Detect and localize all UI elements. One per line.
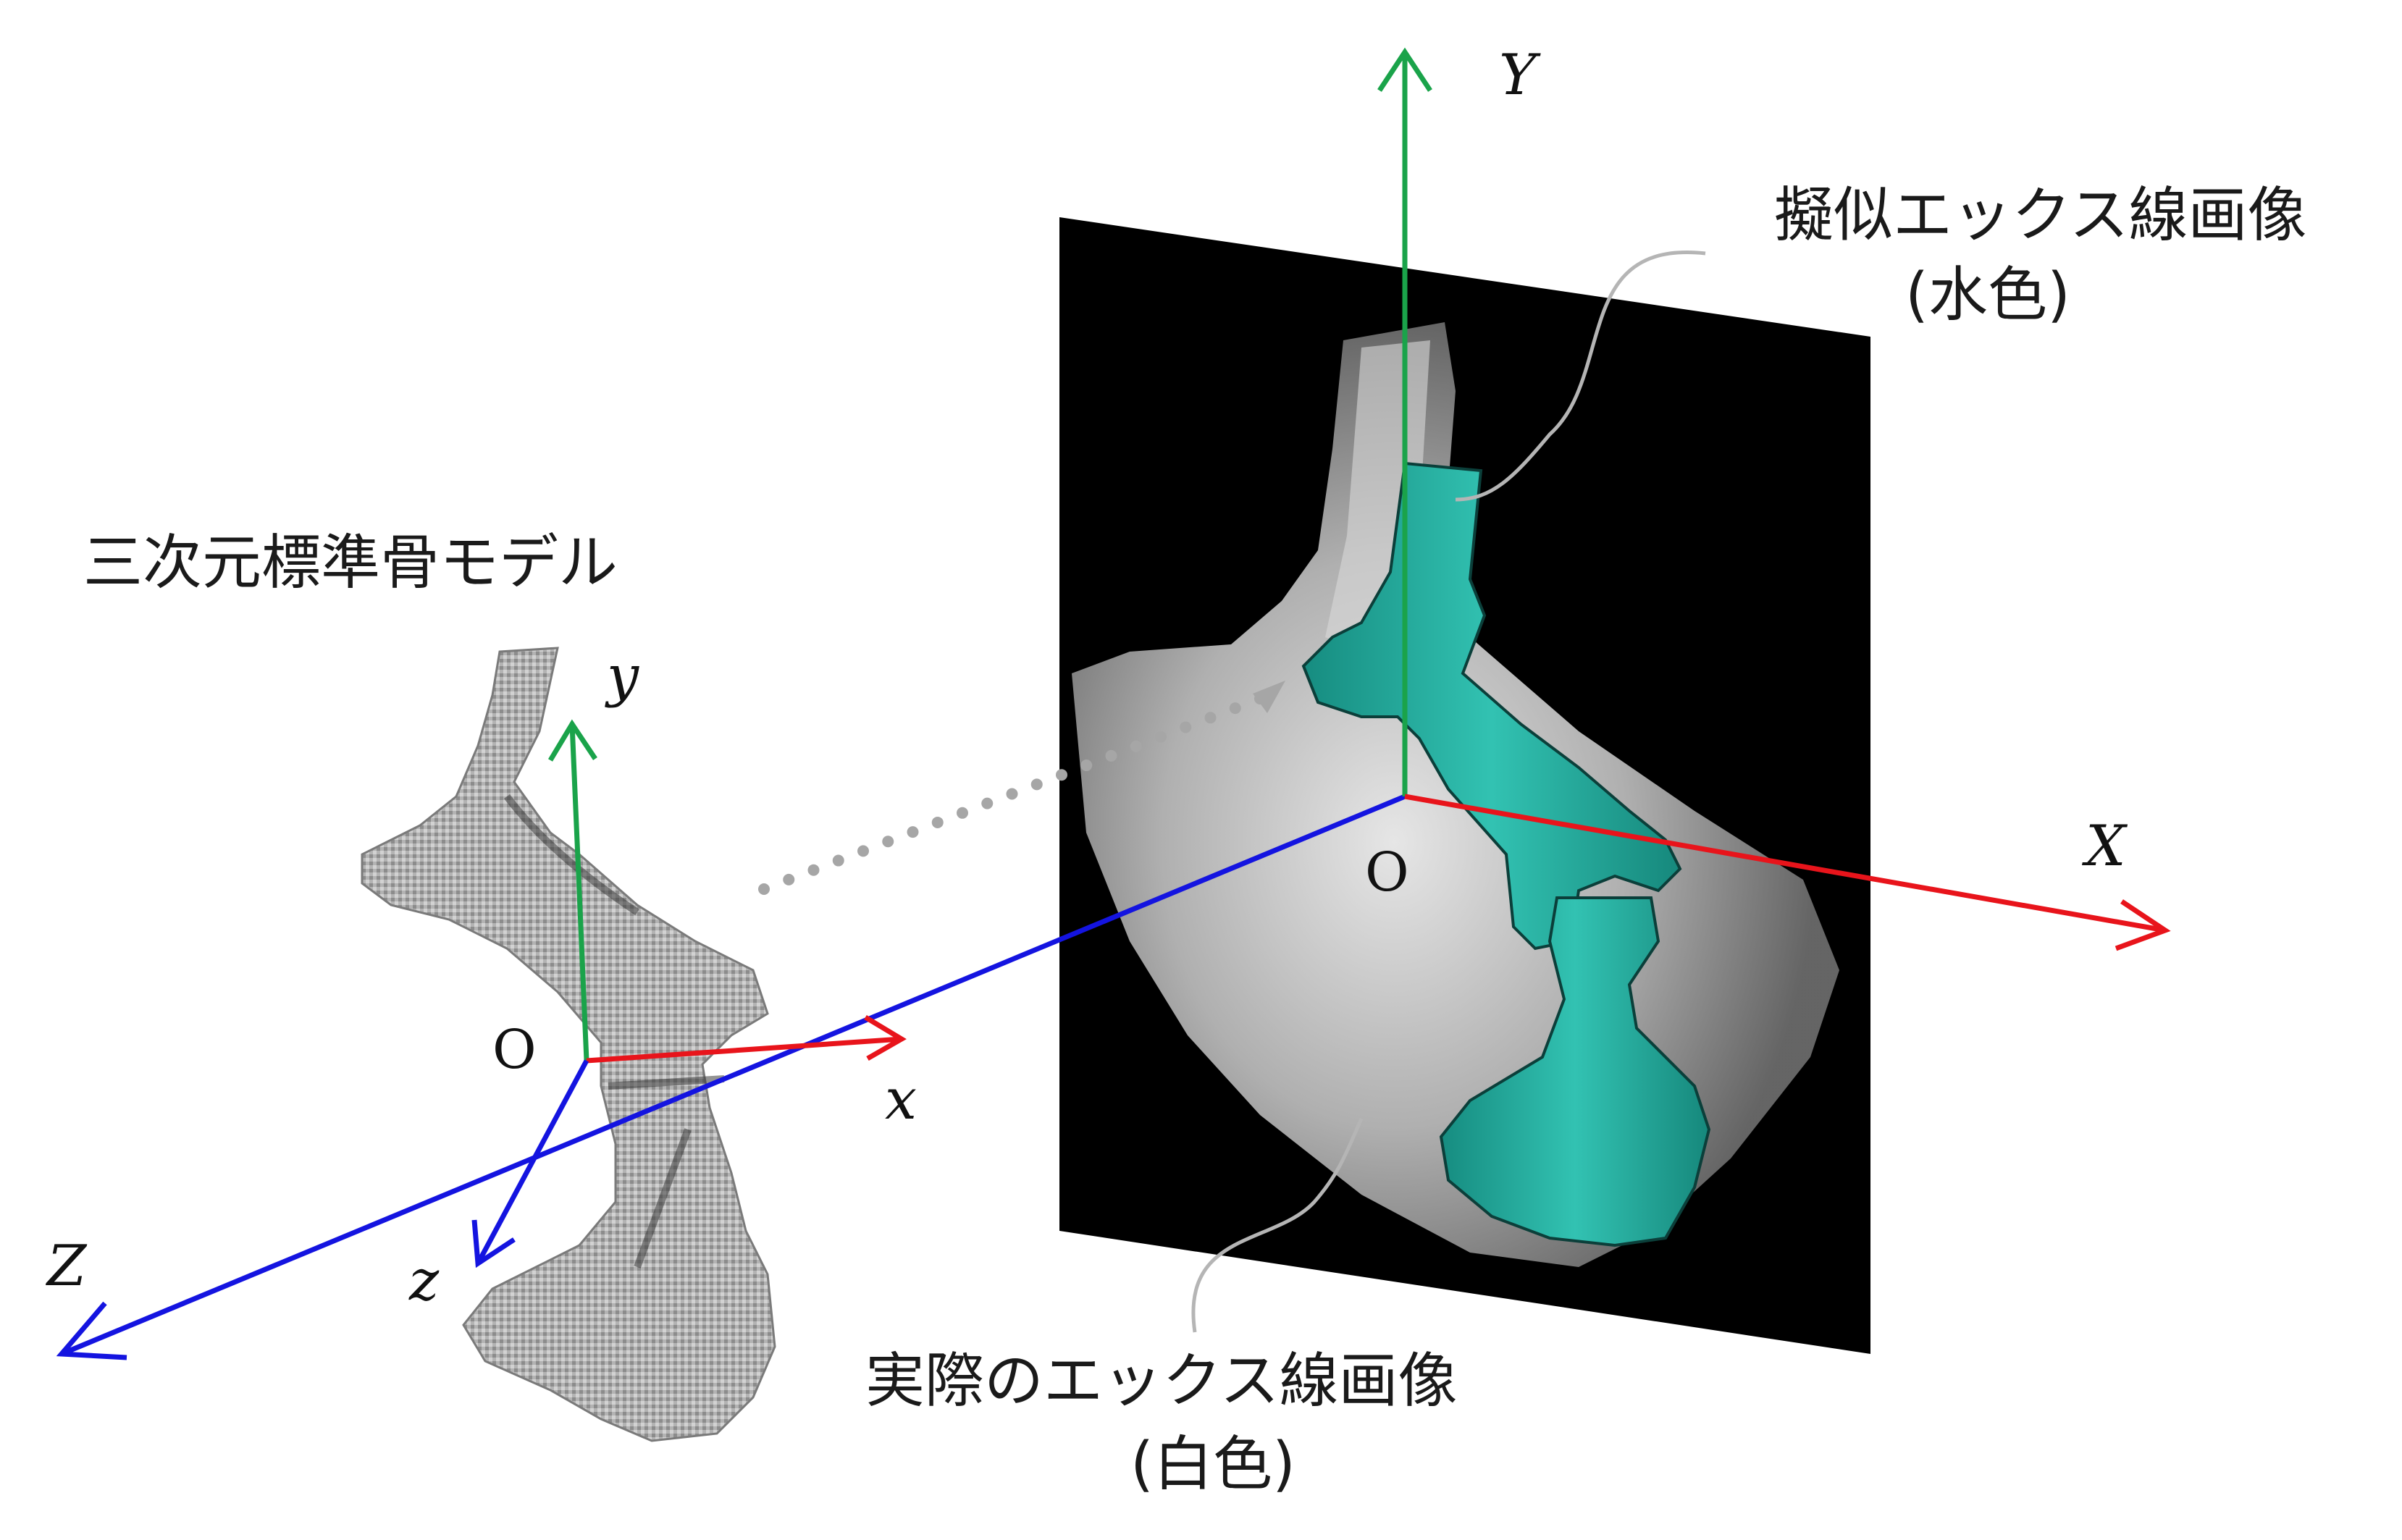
bone-model-shape	[361, 647, 776, 1442]
world-x-arrowhead	[2115, 899, 2171, 951]
world-z-label: Z	[45, 1234, 88, 1299]
projection-dot	[957, 807, 968, 819]
model-z-label: z	[408, 1248, 440, 1313]
projection-dot	[1155, 731, 1167, 743]
projection-dot	[981, 797, 994, 809]
model-x-axis	[586, 1036, 902, 1064]
xray-leader-line	[1191, 1117, 1364, 1333]
world-x-axis	[1404, 794, 2166, 933]
drr-title: 擬似エックス線画像	[1774, 181, 2307, 250]
world-axes	[56, 47, 2171, 1360]
model-x-label: x	[885, 1067, 917, 1132]
bone-model-shading	[504, 794, 725, 1268]
projection-dot	[907, 826, 919, 838]
world-y-arrowhead	[1377, 47, 1432, 92]
projection-dot	[1229, 702, 1241, 715]
projection-dot	[1204, 712, 1217, 724]
model-title: 三次元標準骨モデル	[83, 529, 618, 597]
projection-dot	[1006, 788, 1018, 800]
model-z-arrowhead	[471, 1219, 516, 1268]
projection-dot	[807, 864, 820, 876]
projection-dot	[783, 873, 795, 885]
xray-color: (白色)	[1130, 1430, 1296, 1499]
world-y-label: Y	[1499, 43, 1541, 108]
projection-dot	[1056, 769, 1067, 781]
drr-scapula	[1439, 896, 1711, 1247]
model-y-axis	[569, 723, 589, 1061]
projection-dot	[1180, 721, 1192, 733]
model-y-arrowhead	[547, 719, 597, 762]
projection-dot	[1105, 749, 1117, 762]
model-y-label: y	[605, 644, 639, 709]
projection-dot	[857, 845, 869, 857]
world-z-axis	[60, 794, 1406, 1357]
model-z-axis	[475, 1059, 589, 1265]
projection-dot	[1030, 778, 1043, 791]
model-axes	[471, 719, 907, 1268]
world-z-arrowhead	[56, 1301, 127, 1360]
xray-title: 実際のエックス線画像	[865, 1347, 1458, 1415]
drr-color: (水色)	[1905, 261, 2070, 329]
model-origin-label: O	[492, 1019, 537, 1081]
projection-dot	[1080, 760, 1093, 772]
projection-dot	[931, 816, 944, 828]
drr-leader-line	[1455, 251, 1706, 502]
projection-dot	[758, 883, 770, 895]
projection-arrowhead	[1253, 681, 1285, 713]
projection-dot	[1130, 740, 1142, 752]
bone-model-3d	[361, 647, 776, 1442]
model-x-arrowhead	[864, 1014, 907, 1061]
world-origin-label: O	[1365, 841, 1409, 904]
projection-dot	[882, 836, 894, 848]
projection-dot	[832, 854, 844, 867]
world-x-label: X	[2081, 814, 2128, 879]
